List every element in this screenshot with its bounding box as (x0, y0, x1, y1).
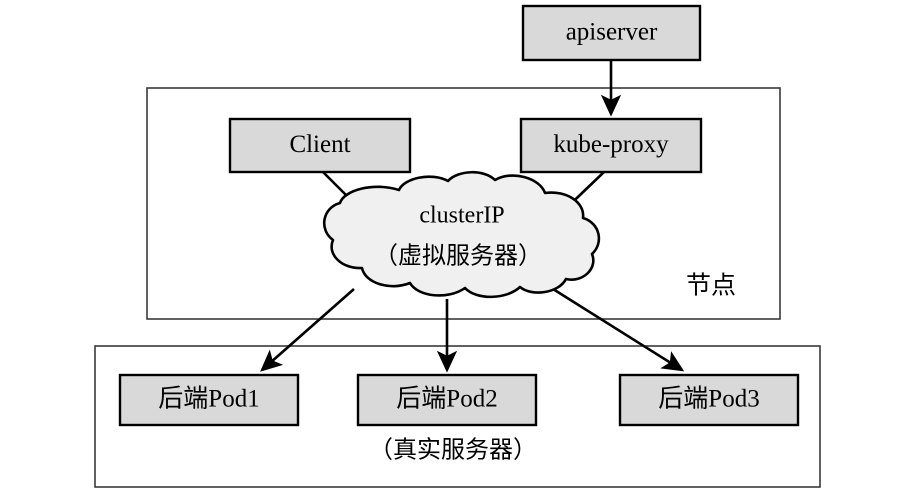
clusterip-cloud-shape[interactable] (323, 170, 601, 299)
pod3-label: 后端Pod3 (658, 385, 759, 413)
edge-clusterip-to-pod1 (260, 288, 355, 372)
node-apiserver[interactable]: apiserver (521, 4, 702, 62)
clusterip-sublabel: （虚拟服务器） (374, 243, 542, 270)
edge-clusterip-to-pod3 (552, 287, 685, 372)
pod2-box[interactable] (356, 373, 538, 427)
client-label: Client (289, 131, 350, 158)
kube-proxy-box[interactable] (519, 117, 703, 174)
node-container (146, 87, 781, 320)
pod3-box[interactable] (618, 373, 800, 427)
client-box[interactable] (228, 117, 412, 174)
pod2-label: 后端Pod2 (396, 385, 497, 413)
pod1-box[interactable] (118, 373, 300, 427)
backend-container (94, 345, 821, 488)
real-server-label: （真实服务器） (369, 437, 537, 464)
node-client[interactable]: Client (228, 117, 412, 174)
node-pod2[interactable]: 后端Pod2 (356, 373, 538, 427)
clusterip-label: clusterIP (419, 203, 504, 229)
apiserver-box[interactable] (521, 4, 702, 62)
pod1-label: 后端Pod1 (158, 385, 259, 413)
apiserver-label: apiserver (566, 19, 658, 46)
node-clusterip-cloud[interactable]: clusterIP （虚拟服务器） (323, 170, 601, 299)
node-pod1[interactable]: 后端Pod1 (118, 373, 300, 427)
kube-proxy-label: kube-proxy (553, 131, 669, 158)
node-pod3[interactable]: 后端Pod3 (618, 373, 800, 427)
node-container-label: 节点 (686, 272, 736, 300)
node-kube-proxy[interactable]: kube-proxy (519, 117, 703, 174)
